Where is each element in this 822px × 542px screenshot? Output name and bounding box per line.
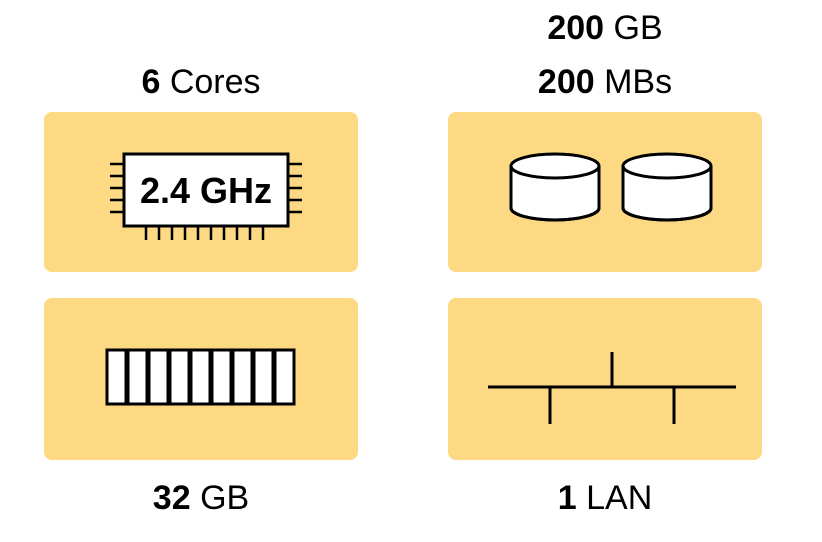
network-tile — [448, 298, 762, 460]
cpu-cores-label: 6 Cores — [44, 62, 358, 102]
storage-throughput-unit: MBs — [604, 63, 673, 101]
network-bus-icon — [488, 352, 736, 424]
memory-tile — [44, 298, 358, 460]
memory-size-unit: GB — [200, 479, 250, 517]
network-lan-label: 1 LAN — [448, 478, 762, 518]
cpu-chip-icon: 2.4 GHz — [110, 152, 302, 240]
storage-throughput-value: 200 — [537, 63, 595, 101]
storage-capacity-value: 200 — [547, 9, 605, 47]
network-lan-unit: LAN — [586, 479, 653, 517]
cpu-tile: 2.4 GHz — [44, 112, 358, 272]
disk-cylinder-icon — [509, 152, 713, 222]
cpu-cores-unit: Cores — [169, 63, 261, 101]
ram-module-icon — [105, 348, 296, 406]
disk-2-icon — [621, 152, 713, 222]
cpu-cores-value: 6 — [141, 63, 161, 101]
storage-tile — [448, 112, 762, 272]
storage-throughput-label: 200 MBs — [448, 62, 762, 102]
storage-capacity-unit: GB — [613, 9, 663, 47]
memory-size-value: 32 — [152, 479, 191, 517]
storage-capacity-label: 200 GB — [448, 8, 762, 48]
memory-size-label: 32 GB — [44, 478, 358, 518]
cpu-clock-text: 2.4 GHz — [140, 170, 272, 211]
network-lan-value: 1 — [557, 479, 577, 517]
disk-1-icon — [509, 152, 601, 222]
